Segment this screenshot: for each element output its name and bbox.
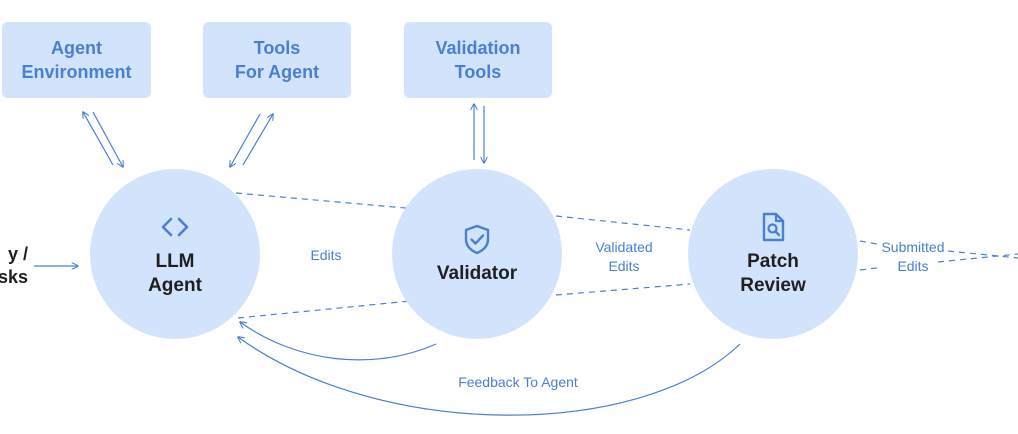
input-label-line2: sks [0,267,28,287]
validation-tools-box: Validation Tools [404,22,552,98]
llm-agent-line1: LLM [155,251,195,272]
tools-to-agent-arrow [230,113,261,167]
input-label-line1: y / [7,244,28,264]
patch-feedback-curve [238,337,741,416]
submitted-edits-line-top-b [947,250,1018,259]
patch-review-line1: Patch [747,251,799,272]
env-to-agent-arrow [92,111,123,167]
validated-edits-line2: Edits [608,258,640,274]
tools-for-agent-line1: Tools [253,38,301,58]
feedback-label-text: Feedback To Agent [458,374,578,390]
validator-node: Validator [392,169,562,339]
edits-label: Edits [296,246,356,265]
validated-edits-line-bottom [555,283,691,296]
document-search-icon [762,212,785,242]
patch-review-node: Patch Review [688,169,858,339]
agent-environment-line2: Environment [21,62,132,82]
agent-environment-box: Agent Environment [2,22,151,98]
agent-to-tools-arrow [242,114,273,166]
validator-feedback-curve [240,322,437,361]
tools-for-agent-line2: For Agent [234,62,320,82]
submitted-edits-line1: Submitted [881,239,945,255]
validated-edits-line-top [555,215,691,231]
input-label: y / sks [0,243,28,289]
shield-check-icon [464,224,490,255]
validated-edits-line1: Validated [595,239,653,255]
submitted-edits-line-bottom-b [937,253,1018,263]
submitted-edits-line2: Edits [897,258,929,274]
llm-agent-node: LLM Agent [90,169,260,339]
submitted-edits-line-top [859,240,878,245]
code-brackets-icon [161,217,189,237]
submitted-edits-line-bottom [859,267,878,271]
patch-review-line2: Review [740,275,806,296]
edits-line-bottom [237,299,421,319]
agent-environment-line1: Agent [51,38,102,58]
edits-label-text: Edits [310,247,342,263]
validator-label: Validator [436,263,518,284]
validation-tools-line2: Tools [454,62,502,82]
validated-edits-label: Validated Edits [580,238,668,276]
edits-line-top [235,192,429,211]
submitted-edits-label: Submitted Edits [872,238,954,276]
llm-agent-line2: Agent [148,275,202,296]
feedback-label: Feedback To Agent [438,373,598,392]
validation-tools-line1: Validation [435,38,521,58]
agent-to-env-arrow [83,112,114,166]
tools-for-agent-box: Tools For Agent [203,22,351,98]
